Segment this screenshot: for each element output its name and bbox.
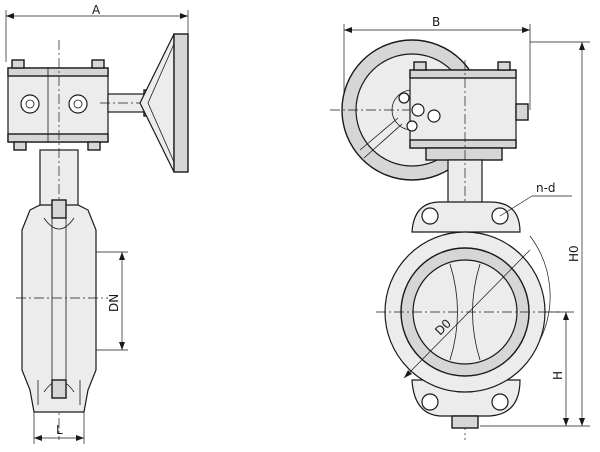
front-gearbox-bolt-icon <box>427 109 441 123</box>
dimension-h-label: H <box>551 371 565 380</box>
front-view: B <box>330 15 590 440</box>
front-gearbox <box>409 69 517 149</box>
valve-seat <box>412 259 518 365</box>
dimension-n-d-label: n-d <box>536 181 556 195</box>
dimension-dn-label: DN <box>107 294 121 312</box>
gearbox-bolt-icon <box>20 94 40 114</box>
dimension-h0-label: H0 <box>567 245 581 262</box>
lower-lugs <box>411 379 521 417</box>
dimension-h: H <box>545 311 574 426</box>
dimension-a-label: A <box>92 3 101 17</box>
front-gearbox-bolt-icon <box>406 120 418 132</box>
side-valve-body <box>21 204 97 413</box>
front-gearbox-bolt-icon <box>411 103 425 117</box>
bolt-hole-icon <box>421 393 439 411</box>
dimension-a: A <box>5 3 189 62</box>
front-gearbox-bolt-icon <box>398 92 410 104</box>
handwheel-rim <box>173 33 189 173</box>
dimension-h0: H0 <box>480 41 590 427</box>
dimension-l: L <box>33 412 85 444</box>
dimension-n-d: n-d <box>499 181 572 217</box>
side-view: A <box>5 3 189 444</box>
upper-lugs <box>411 201 521 233</box>
dimension-d0: D0 <box>403 249 531 379</box>
gearbox-bolt-icon <box>68 94 88 114</box>
dimension-l-label: L <box>56 423 63 437</box>
bolt-hole-icon <box>491 393 509 411</box>
bolt-hole-icon <box>421 207 439 225</box>
dimension-b-label: B <box>432 15 440 29</box>
dimension-dn: DN <box>96 251 128 351</box>
